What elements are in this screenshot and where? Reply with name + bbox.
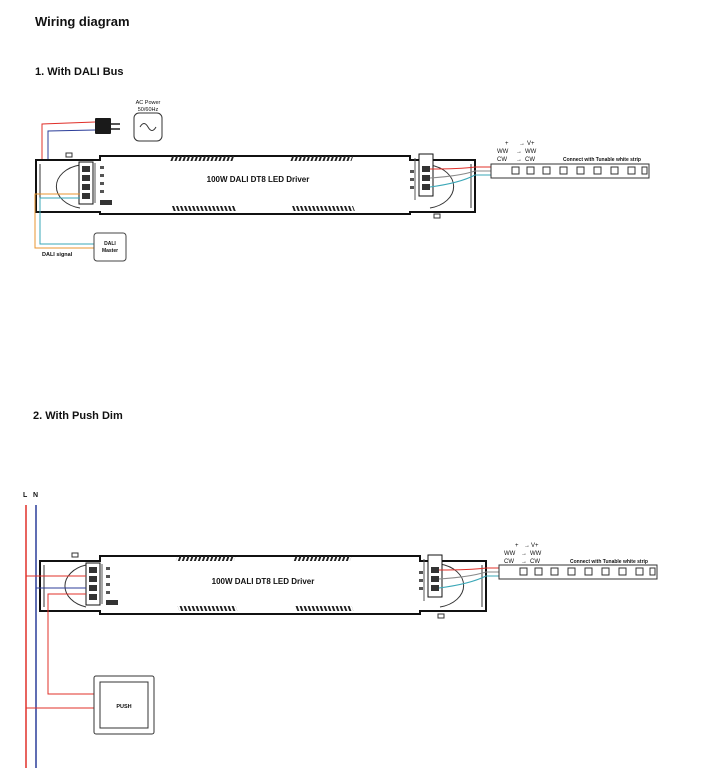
ac-plug-icon bbox=[95, 118, 120, 134]
arrow-right-icon: → bbox=[521, 559, 527, 565]
output-label-plus: + bbox=[515, 543, 519, 549]
output-label-vplus: V+ bbox=[527, 141, 535, 147]
output-label-cw-out: CW bbox=[530, 559, 540, 565]
section-heading-push-dim: 2. With Push Dim bbox=[33, 410, 123, 422]
output-cw-wire bbox=[429, 174, 491, 188]
arrow-right-icon: → bbox=[516, 157, 522, 163]
output-label-ww-in: WW bbox=[504, 551, 516, 557]
arrow-right-icon: → bbox=[524, 543, 530, 549]
dali-master-label-1: DALI bbox=[104, 241, 116, 247]
driver-label: 100W DALI DT8 LED Driver bbox=[207, 175, 310, 184]
led-strip-2 bbox=[498, 564, 658, 580]
output-label-cw-out: CW bbox=[525, 157, 535, 163]
output-ww-wire bbox=[438, 571, 499, 580]
ac-power-source: AC Power 50/60Hz bbox=[133, 100, 163, 142]
output-label-vplus: V+ bbox=[531, 543, 539, 549]
dali-master-label-2: Master bbox=[102, 248, 118, 254]
push-button-switch: PUSH bbox=[93, 675, 155, 735]
arrow-right-icon: → bbox=[516, 149, 522, 155]
arrow-right-icon: → bbox=[519, 141, 525, 147]
strip-label: Connect with Tunable white strip bbox=[570, 559, 648, 565]
led-driver-1: 100W DALI DT8 LED Driver bbox=[35, 152, 476, 219]
label-neutral-n: N bbox=[33, 492, 38, 499]
dali-signal-wire-a bbox=[34, 193, 94, 249]
dali-signal-wire-b bbox=[39, 197, 94, 245]
output-label-ww-in: WW bbox=[497, 149, 509, 155]
ac-power-label: AC Power bbox=[136, 100, 161, 106]
led-strip-1 bbox=[490, 163, 650, 179]
output-label-cw-in: CW bbox=[497, 157, 507, 163]
output-ww-wire bbox=[429, 170, 491, 179]
section-heading-dali-bus: 1. With DALI Bus bbox=[35, 66, 124, 78]
push-label: PUSH bbox=[116, 704, 131, 710]
diagram-dali-bus: AC Power 50/60Hz bbox=[34, 100, 650, 262]
label-line-l: L bbox=[23, 492, 28, 499]
output-label-ww-out: WW bbox=[530, 551, 542, 557]
output-cw-wire bbox=[438, 575, 499, 589]
output-label-plus: + bbox=[505, 141, 509, 147]
strip-label: Connect with Tunable white strip bbox=[563, 157, 641, 163]
output-vplus-wire bbox=[429, 166, 491, 170]
dali-signal-label: DALI signal bbox=[42, 252, 73, 258]
push-signal-wire-a bbox=[47, 593, 94, 695]
output-label-ww-out: WW bbox=[525, 149, 537, 155]
arrow-right-icon: → bbox=[521, 551, 527, 557]
output-vplus-wire bbox=[438, 567, 499, 571]
output-label-cw-in: CW bbox=[504, 559, 514, 565]
dali-master-device: DALI Master bbox=[93, 232, 127, 262]
diagram-push-dim: L N bbox=[23, 492, 658, 768]
page-title: Wiring diagram bbox=[35, 14, 130, 29]
led-driver-2: 100W DALI DT8 LED Driver bbox=[39, 552, 487, 619]
ac-power-frequency: 50/60Hz bbox=[138, 107, 159, 113]
driver-label: 100W DALI DT8 LED Driver bbox=[212, 577, 315, 586]
